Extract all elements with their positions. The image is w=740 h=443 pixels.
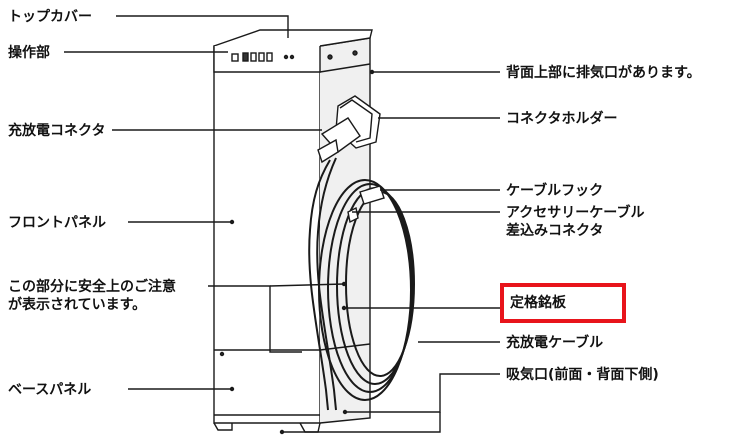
label-charge-connector: 充放電コネクタ xyxy=(8,123,106,139)
label-front-panel: フロントパネル xyxy=(8,215,106,231)
label-caution-area: この部分に安全上のご注意 が表示されています。 xyxy=(8,279,176,313)
label-base-panel: ベースパネル xyxy=(8,382,92,398)
label-connector-holder: コネクタホルダー xyxy=(506,111,618,127)
rating-plate-highlight xyxy=(500,283,626,323)
label-rear-exhaust: 背面上部に排気口があります。 xyxy=(506,65,701,81)
label-charge-cable: 充放電ケーブル xyxy=(506,335,604,351)
label-top-cover: トップカバー xyxy=(8,9,92,25)
label-rating-plate: 定格銘板 xyxy=(510,295,566,311)
label-accessory-connector: アクセサリーケーブル 差込みコネクタ xyxy=(506,205,645,239)
label-control-panel: 操作部 xyxy=(8,45,50,61)
label-air-intake: 吸気口(前面・背面下側) xyxy=(506,367,659,383)
label-cable-hook: ケーブルフック xyxy=(506,183,604,199)
